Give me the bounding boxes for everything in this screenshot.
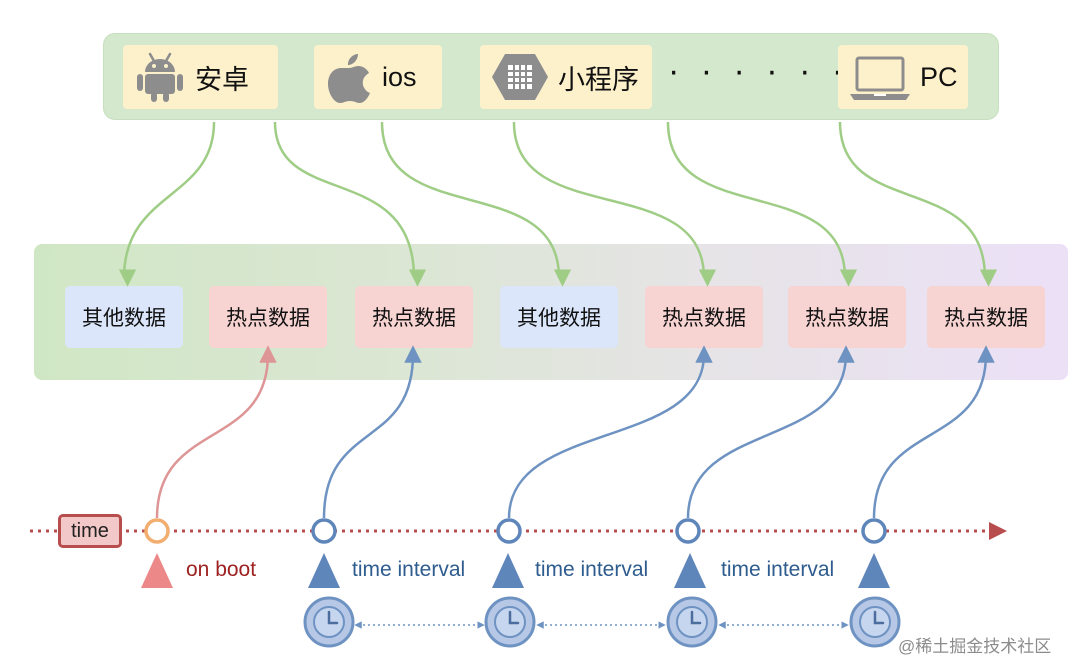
platform-android: 安卓 — [123, 45, 278, 109]
platform-mini-program: 小程序 — [480, 45, 652, 109]
platform-label: 安卓 — [195, 64, 249, 95]
clock-icon — [849, 596, 901, 648]
data-box-hot: 热点数据 — [788, 286, 906, 348]
refresh-line — [322, 345, 422, 519]
refresh-line — [686, 345, 855, 519]
boot-event-marker — [144, 518, 170, 544]
data-box-other: 其他数据 — [500, 286, 618, 348]
connector-line — [273, 121, 427, 287]
interval-event-marker — [311, 518, 337, 544]
connector-line — [118, 121, 216, 287]
connector-line — [380, 121, 572, 287]
interval-triangle-icon — [674, 553, 706, 588]
clock-icon — [666, 596, 718, 648]
clock-icon — [484, 596, 536, 648]
mini-program-icon — [492, 54, 548, 100]
ellipsis: · · · · · · — [668, 52, 850, 90]
boot-label: on boot — [186, 558, 257, 581]
data-box-other: 其他数据 — [65, 286, 183, 348]
data-box-hot: 热点数据 — [355, 286, 473, 348]
data-box-hot: 热点数据 — [209, 286, 327, 348]
android-icon — [137, 52, 183, 102]
connector-line — [838, 121, 998, 287]
data-box-hot: 热点数据 — [927, 286, 1045, 348]
connector-line — [666, 121, 858, 287]
refresh-line — [507, 345, 713, 519]
platform-label: ios — [382, 61, 417, 92]
interval-triangle-icon — [308, 553, 340, 588]
timeline-label: time — [58, 514, 122, 548]
interval-label: time interval — [352, 558, 466, 581]
apple-icon — [328, 54, 370, 103]
interval-triangle-icon — [492, 553, 524, 588]
platform-ios: ios — [314, 45, 442, 109]
interval-event-marker — [861, 518, 887, 544]
watermark: @稀土掘金技术社区 — [898, 637, 1052, 656]
interval-label: time interval — [721, 558, 835, 581]
interval-event-marker — [496, 518, 522, 544]
platform-label: PC — [920, 61, 958, 92]
refresh-line — [872, 345, 995, 519]
platform-label: 小程序 — [558, 64, 639, 95]
boot-triangle-icon — [141, 553, 173, 588]
laptop-icon — [850, 56, 910, 100]
interval-event-marker — [675, 518, 701, 544]
data-box-hot: 热点数据 — [645, 286, 763, 348]
interval-triangle-icon — [858, 553, 890, 588]
boot-load-line — [155, 345, 277, 519]
platform-pc: PC — [838, 45, 968, 109]
connector-line — [512, 121, 717, 287]
interval-label: time interval — [535, 558, 649, 581]
clock-icon — [303, 596, 355, 648]
